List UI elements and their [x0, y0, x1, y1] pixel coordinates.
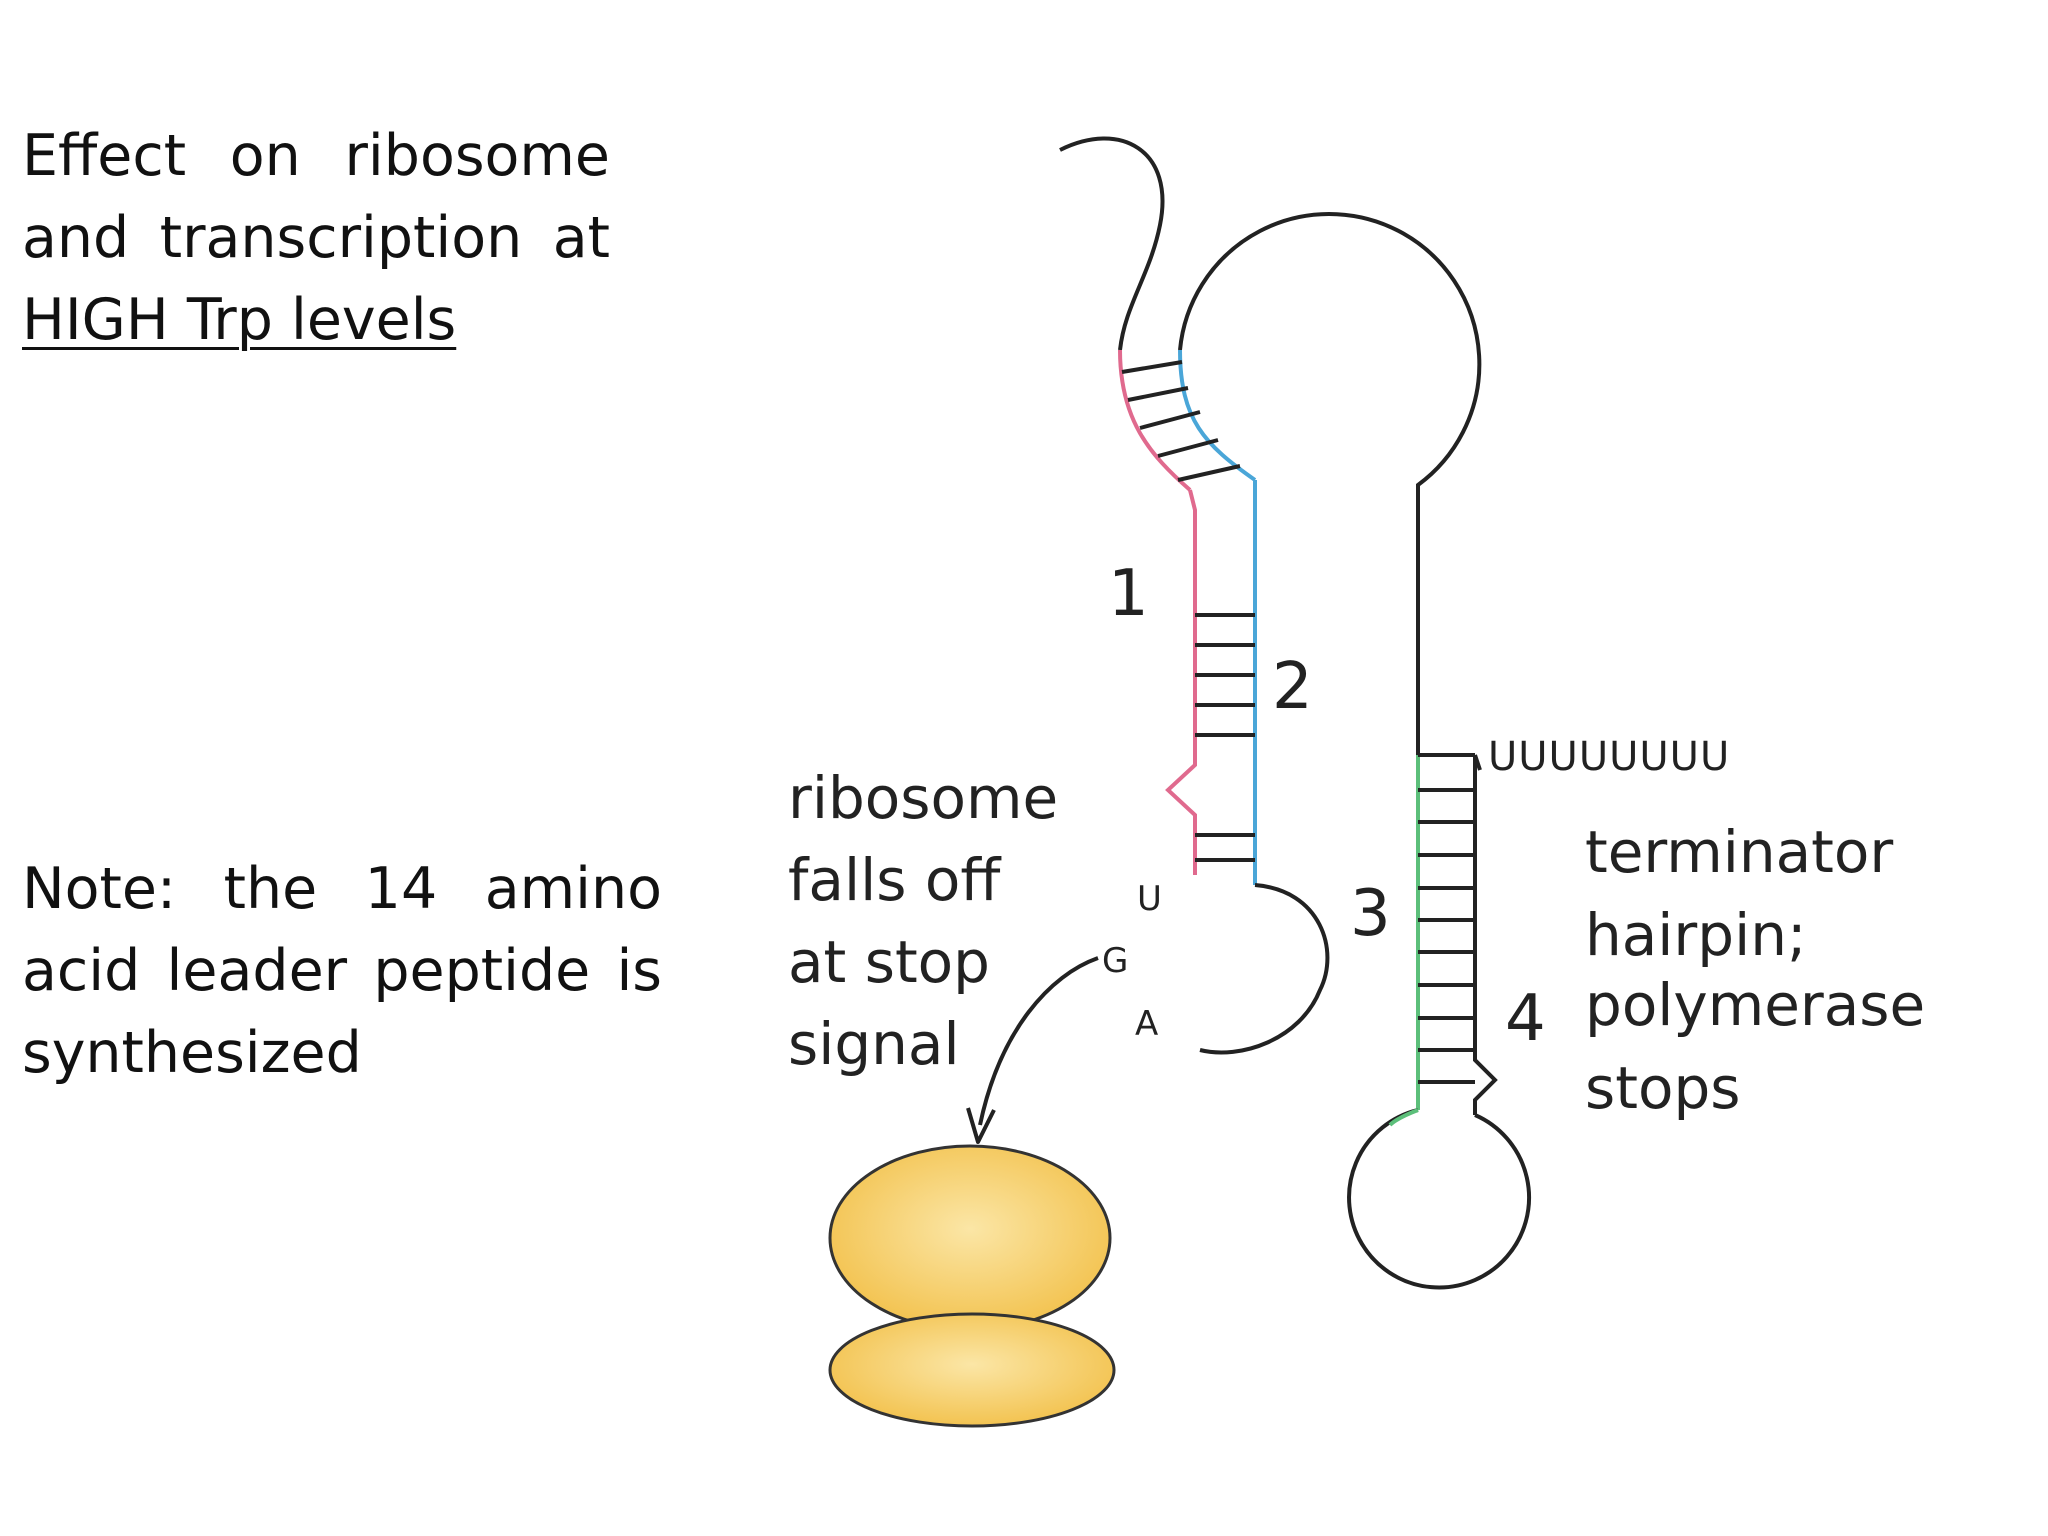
arrowhead-icon: [966, 1107, 996, 1144]
poly-u-tail: UUUUUUUU: [1488, 734, 1730, 780]
slide-heading: Effect on ribosome and transcription at …: [22, 115, 610, 361]
heading-line-3: HIGH Trp levels: [22, 287, 457, 353]
note-line-1: Note: the 14 amino: [22, 856, 662, 922]
upper-base-pairs: [1121, 360, 1241, 482]
heading-line-1: Effect on ribosome: [22, 123, 610, 189]
stop-codon-u: U: [1137, 879, 1162, 919]
terminator-label-line-1: terminator: [1585, 818, 1893, 886]
region-2-label: 2: [1272, 650, 1313, 724]
note-line-3: synthesized: [22, 1020, 362, 1086]
region-3-label: 3: [1350, 877, 1391, 951]
ribosome-large-subunit: [828, 1144, 1112, 1332]
ribosome-label-line-2: falls off: [788, 846, 1002, 914]
lower-loop-2: [1199, 883, 1330, 1055]
ribosome-release-arrow: [978, 956, 1099, 1126]
loop-1-2: [1178, 212, 1482, 755]
rna-5prime-tail: [1059, 136, 1165, 351]
region-4-label: 4: [1505, 982, 1546, 1056]
terminator-label-line-4: stops: [1585, 1054, 1740, 1122]
region-1-upper-segment: [1118, 349, 1192, 492]
terminator-loop: [1347, 1108, 1531, 1290]
terminator-label: terminator hairpin; polymerase stops: [1585, 818, 1944, 1122]
stem-1-2-base-pairs: [1195, 613, 1255, 862]
ribosome-label-line-3: at stop: [788, 928, 990, 996]
poly-u-tail-start: [1473, 754, 1482, 771]
stop-codon-a: A: [1135, 1004, 1158, 1044]
region-4-strand: [1473, 755, 1498, 1115]
terminator-label-line-2: hairpin;: [1585, 901, 1807, 969]
ribosome-label-line-4: signal: [788, 1010, 960, 1078]
ribosome-small-subunit: [828, 1312, 1116, 1428]
heading-line-2: and transcription at: [22, 205, 610, 271]
stop-codon-g: G: [1102, 941, 1128, 981]
note-line-2: acid leader peptide is: [22, 938, 662, 1004]
stem-3-4-base-pairs: [1418, 753, 1475, 1084]
slide-note: Note: the 14 amino acid leader peptide i…: [22, 848, 662, 1094]
region-1-strand: [1165, 489, 1197, 875]
terminator-label-line-3: polymerase: [1585, 971, 1925, 1039]
ribosome-label-line-1: ribosome: [788, 764, 1058, 832]
terminator-loop-shoulder: [1388, 1108, 1419, 1127]
region-1-label: 1: [1108, 557, 1149, 631]
ribosome-label: ribosome falls off at stop signal: [788, 764, 1077, 1078]
